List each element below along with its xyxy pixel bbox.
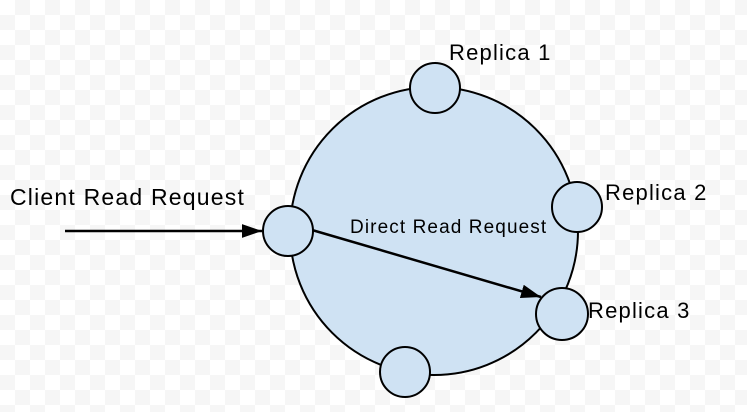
node-replica-3 — [535, 287, 589, 341]
label-replica-1: Replica 1 — [449, 40, 552, 65]
label-direct-read-request: Direct Read Request — [350, 217, 547, 238]
node-left-entry — [262, 205, 314, 257]
label-replica-3: Replica 3 — [588, 298, 691, 323]
label-client-read-request: Client Read Request — [10, 184, 245, 210]
label-replica-2: Replica 2 — [605, 180, 708, 205]
node-replica-1 — [409, 62, 461, 114]
node-bottom — [379, 346, 431, 398]
direct-read-request-arrow — [311, 228, 542, 299]
node-replica-2 — [551, 181, 603, 233]
